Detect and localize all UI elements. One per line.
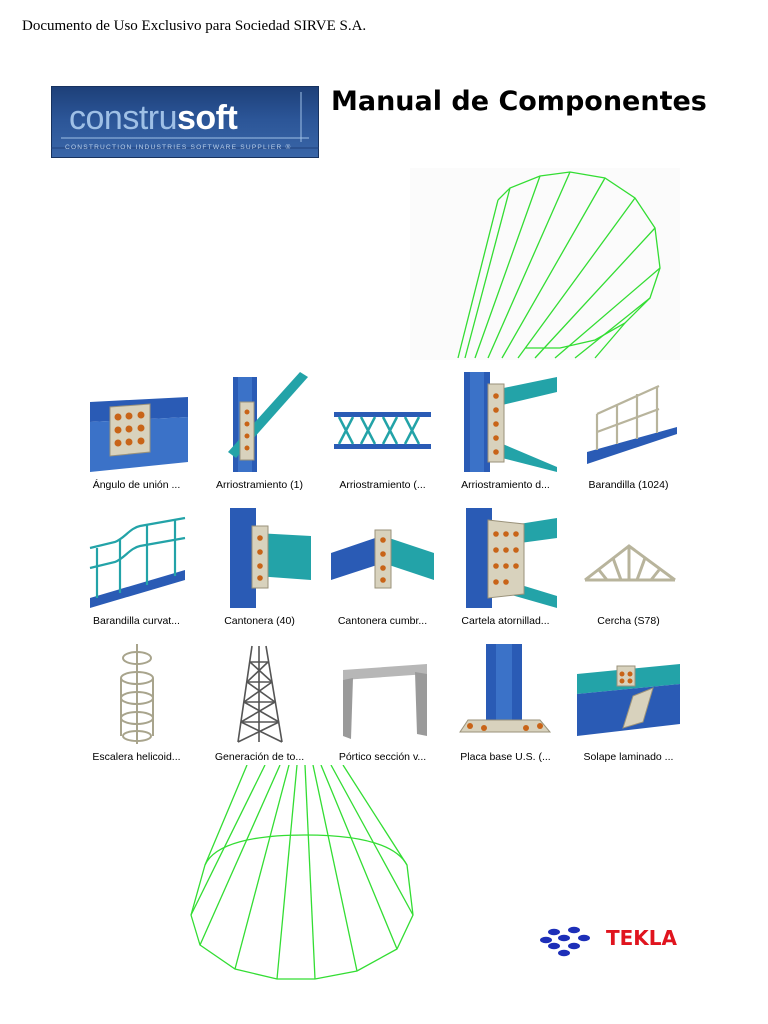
thumb-cantonera	[230, 508, 311, 608]
document-notice: Documento de Uso Exclusivo para Sociedad…	[22, 18, 367, 34]
component-label: Barandilla curvat...	[93, 615, 180, 627]
wireframe-cone-bottom	[190, 765, 414, 980]
logo-wordmark: construsoft	[69, 98, 238, 138]
thumb-placa-base	[459, 644, 552, 733]
thumb-solape-laminado	[577, 664, 680, 736]
component-label: Barandilla (1024)	[588, 479, 669, 491]
list-item[interactable]: Solape laminado ...	[567, 644, 690, 774]
component-label: Solape laminado ...	[583, 751, 674, 763]
thumb-arriostramiento-truss	[334, 412, 431, 449]
component-label: Pórtico sección v...	[338, 751, 427, 763]
component-label: Cercha (S78)	[597, 615, 660, 627]
component-label: Arriostramiento d...	[461, 479, 550, 491]
tekla-logo: TEKLA	[540, 918, 690, 958]
list-item[interactable]: Arriostramiento (...	[321, 372, 444, 502]
thumb-cercha	[584, 544, 676, 582]
list-item[interactable]: Arriostramiento (1)	[198, 372, 321, 502]
component-label: Arriostramiento (...	[339, 479, 426, 491]
thumb-barandilla-curvatura	[89, 516, 186, 608]
list-item[interactable]: Cantonera (40)	[198, 508, 321, 638]
logo-lines	[51, 92, 319, 149]
list-item[interactable]: Escalera helicoid...	[75, 644, 198, 774]
thumb-arriostramiento-1	[228, 372, 308, 472]
list-item[interactable]: Barandilla curvat...	[75, 508, 198, 638]
component-label: Cantonera (40)	[224, 615, 295, 627]
list-item[interactable]: Generación de to...	[198, 644, 321, 774]
list-item[interactable]: Pórtico sección v...	[321, 644, 444, 774]
thumb-arriostramiento-d	[464, 372, 557, 472]
component-label: Generación de to...	[214, 751, 305, 763]
logo-tagline: CONSTRUCTION INDUSTRIES SOFTWARE SUPPLIE…	[65, 144, 292, 151]
component-label: Arriostramiento (1)	[216, 479, 303, 491]
thumb-barandilla	[587, 384, 677, 464]
tekla-dots-icon	[540, 926, 590, 957]
component-label: Ángulo de unión ...	[92, 479, 181, 491]
component-label: Escalera helicoid...	[92, 751, 181, 763]
tekla-wordmark: TEKLA	[606, 926, 678, 950]
list-item[interactable]: Cantonera cumbr...	[321, 508, 444, 638]
thumb-generacion-torre	[237, 645, 283, 743]
thumb-cartela-atornillada	[466, 508, 557, 608]
list-item[interactable]: Ángulo de unión ...	[75, 372, 198, 502]
list-item[interactable]: Placa base U.S. (...	[444, 644, 567, 774]
page-title: Manual de Componentes	[331, 86, 707, 117]
thumb-cantonera-cumbrera	[331, 529, 434, 589]
thumb-angulo-union	[90, 397, 188, 472]
component-label: Cartela atornillad...	[461, 615, 550, 627]
list-item[interactable]: Cercha (S78)	[567, 508, 690, 638]
thumb-portico-seccion	[343, 664, 427, 739]
list-item[interactable]: Cartela atornillad...	[444, 508, 567, 638]
logo-word-light: constru	[69, 99, 178, 137]
wireframe-cone-top	[410, 168, 680, 360]
component-label: Cantonera cumbr...	[337, 615, 428, 627]
thumb-escalera-helicoidal	[120, 644, 154, 744]
logo-word-bold: soft	[177, 99, 238, 137]
component-label: Placa base U.S. (...	[460, 751, 551, 763]
list-item[interactable]: Arriostramiento d...	[444, 372, 567, 502]
list-item[interactable]: Barandilla (1024)	[567, 372, 690, 502]
construsoft-logo: construsoft CONSTRUCTION INDUSTRIES SOFT…	[51, 86, 319, 158]
